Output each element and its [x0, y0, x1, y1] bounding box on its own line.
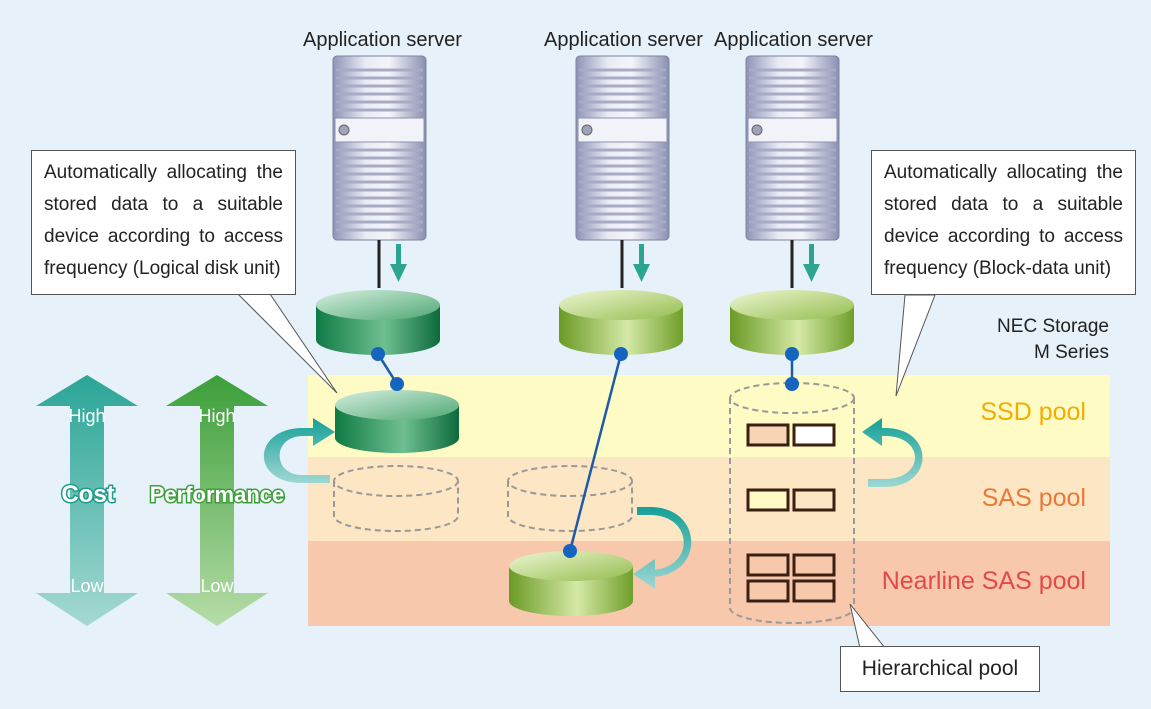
demote-arrow-center — [633, 507, 692, 589]
nearline-sas-pool-label: Nearline SAS pool — [881, 567, 1086, 595]
performance-title: Performance — [150, 482, 285, 507]
callout-line: frequency (Logical disk unit) — [44, 258, 281, 279]
down-arrow-icon — [390, 244, 407, 282]
hierarchical-pool-label: Hierarchical pool — [840, 646, 1040, 692]
empty-sas-disk — [507, 465, 633, 532]
callout-line: Automatically allocating the — [884, 162, 1123, 183]
callout-line: stored data to a suitable — [44, 194, 283, 215]
callout-line: stored data to a suitable — [884, 194, 1123, 215]
promote-arrow-right — [862, 418, 923, 487]
down-arrow-icon — [803, 244, 820, 282]
ssd-pool-label: SSD pool — [980, 398, 1086, 426]
down-arrow-icon — [633, 244, 650, 282]
link-node-icon — [371, 347, 799, 558]
callout-logical-disk: Automatically allocating the stored data… — [31, 150, 296, 295]
logical-volume-3 — [730, 290, 854, 355]
empty-sas-disk — [333, 465, 459, 532]
nearline-disk — [509, 551, 633, 616]
cost-high-label: High — [68, 406, 105, 426]
sas-pool-label: SAS pool — [981, 484, 1086, 512]
callout-line: Automatically allocating the — [44, 162, 283, 183]
application-server-3 — [745, 55, 840, 241]
server-title-3: Application server — [714, 29, 873, 51]
server-connections — [377, 240, 794, 288]
logical-volume-2 — [559, 290, 683, 355]
storage-name: NEC Storage — [997, 316, 1109, 337]
ssd-disk — [335, 390, 459, 453]
performance-high-label: High — [198, 406, 235, 426]
storage-product-label: NEC Storage M Series — [997, 314, 1109, 366]
server-title-1: Application server — [303, 29, 462, 51]
performance-arrow — [166, 375, 268, 626]
callout-block-data: Automatically allocating the stored data… — [871, 150, 1136, 295]
sas-blocks — [746, 488, 836, 512]
storage-series: M Series — [1034, 342, 1109, 363]
server-title-2: Application server — [544, 29, 703, 51]
callout-pointer-right — [895, 294, 936, 397]
application-server-2 — [575, 55, 670, 241]
application-server-1 — [332, 55, 427, 241]
cost-title: Cost — [61, 481, 114, 508]
promote-arrow-left — [263, 418, 335, 483]
cost-arrow — [36, 375, 138, 626]
cost-low-label: Low — [70, 576, 104, 596]
ssd-blocks — [746, 423, 836, 447]
hierarchical-pool-cylinder — [729, 382, 855, 624]
callout-line: device according to access — [884, 226, 1123, 247]
nearline-blocks — [746, 553, 836, 603]
logical-volume-1 — [316, 290, 440, 355]
callout-line: device according to access — [44, 226, 283, 247]
performance-low-label: Low — [200, 576, 234, 596]
nearline-pool-band — [308, 541, 1110, 626]
callout-line: frequency (Block-data unit) — [884, 258, 1112, 279]
